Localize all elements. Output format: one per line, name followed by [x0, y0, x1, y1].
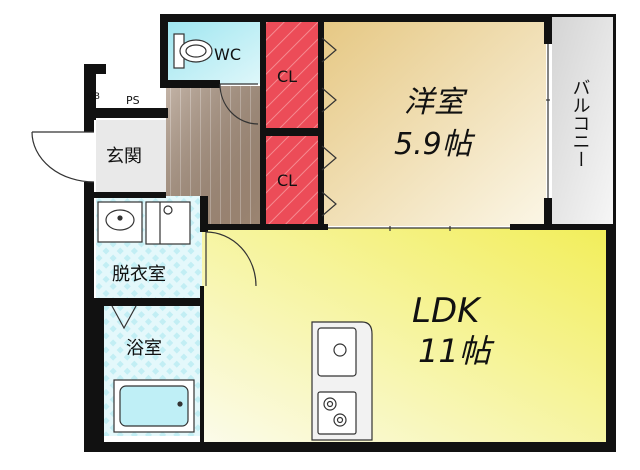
- doors: [31, 37, 337, 330]
- bath-label: 浴室: [126, 338, 162, 359]
- kitchen-sink-icon: [317, 327, 357, 377]
- mb-label: MB: [86, 92, 100, 102]
- closet-bottom-floor: [262, 136, 322, 226]
- western-room-size: 5.9帖: [394, 127, 476, 162]
- washbasin-icon: [97, 201, 143, 243]
- dressing-room-label: 脱衣室: [112, 264, 166, 285]
- closet-top-floor: [262, 22, 322, 128]
- washing-machine-pan-icon: [145, 201, 191, 245]
- western-room-label: 洋室: [404, 85, 468, 120]
- entrance-floor: [96, 120, 166, 194]
- toilet-icon: [173, 33, 213, 69]
- ldk-floor: [202, 228, 606, 442]
- balcony-label: バルコニー: [570, 78, 591, 168]
- ldk-label: LDK: [412, 291, 482, 331]
- western-room-floor: [322, 22, 546, 226]
- closet-top-label: CL: [277, 67, 297, 86]
- entrance-label: 玄関: [106, 146, 142, 167]
- walls: [84, 14, 616, 452]
- stove-icon: [317, 391, 357, 435]
- balcony-floor: [552, 16, 616, 226]
- ps-label: PS: [126, 94, 140, 107]
- bathtub-icon: [113, 379, 195, 433]
- wc-label: WC: [214, 45, 241, 64]
- ldk-size: 11帖: [418, 332, 495, 370]
- sliding-doors: [328, 44, 550, 231]
- closet-bottom-label: CL: [277, 171, 297, 190]
